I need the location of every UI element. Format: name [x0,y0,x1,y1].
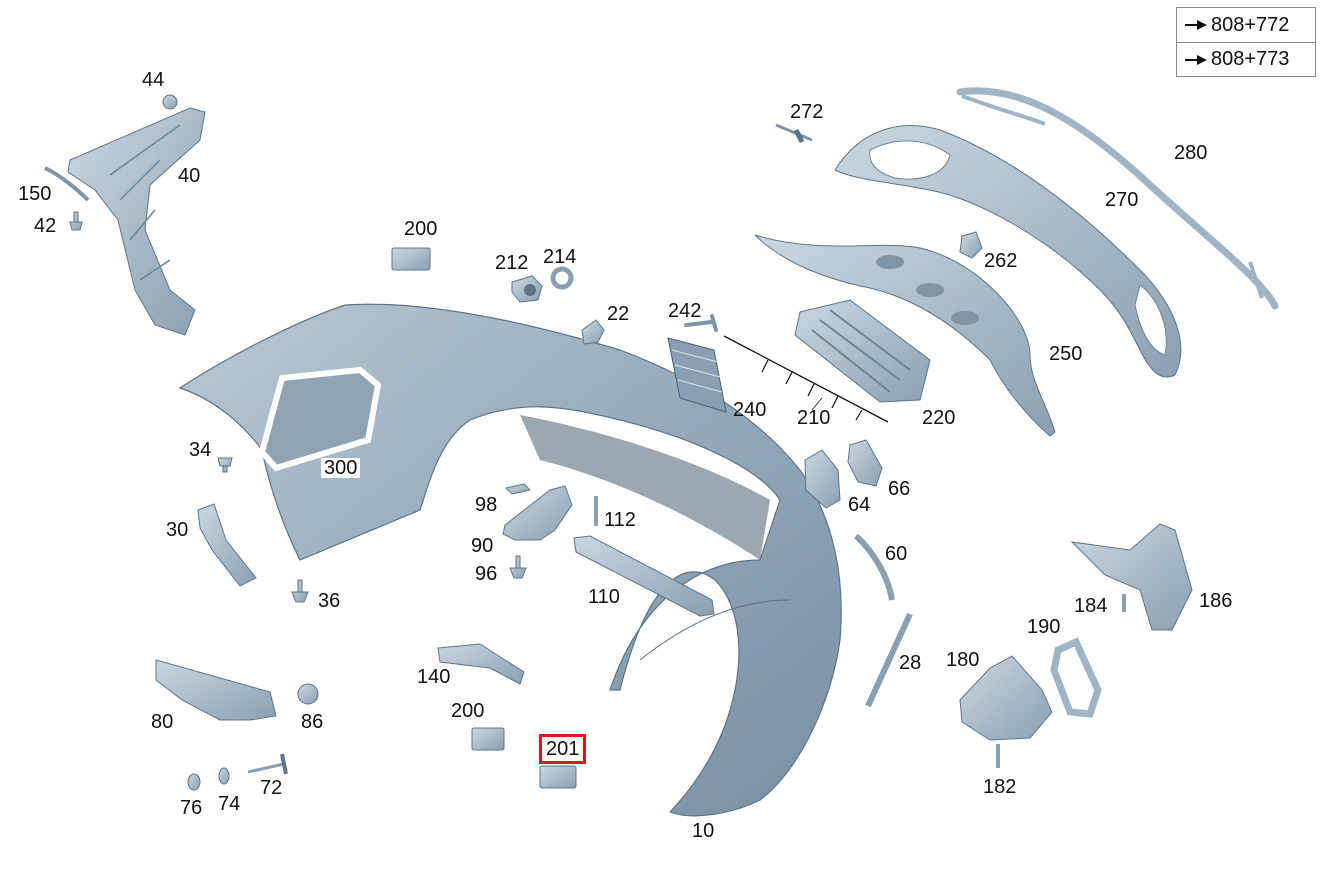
strip-60[interactable] [853,533,895,601]
part-label-184[interactable]: 184 [1074,595,1108,617]
part-label-28[interactable]: 28 [899,652,922,674]
screw-272[interactable] [775,123,813,144]
part-label-214[interactable]: 214 [543,246,577,268]
part-label-90[interactable]: 90 [471,535,494,557]
cover-201[interactable] [539,765,577,789]
reinforcement-110[interactable] [573,535,715,617]
reference-label: 808+772 [1211,13,1290,36]
bracket-186[interactable] [1070,523,1193,631]
grille-240[interactable] [667,337,727,413]
bumper-cover-10[interactable] [178,303,842,817]
strip-150[interactable] [44,166,90,202]
part-label-201-highlighted[interactable]: 201 [539,734,587,764]
clip-36[interactable] [291,579,309,603]
part-label-96[interactable]: 96 [475,563,498,585]
bracket-98[interactable] [505,483,531,495]
bolt-242[interactable] [684,314,718,332]
grommet-86[interactable] [297,683,319,705]
part-label-150[interactable]: 150 [18,183,52,205]
part-label-186[interactable]: 186 [1199,590,1233,612]
part-label-34[interactable]: 34 [189,439,212,461]
bracket-66[interactable] [847,439,883,487]
part-label-74[interactable]: 74 [218,793,241,815]
clip-34[interactable] [217,457,233,473]
reference-label: 808+773 [1211,48,1290,70]
part-label-40[interactable]: 40 [178,165,201,187]
part-label-30[interactable]: 30 [166,519,189,541]
bolt-72[interactable] [247,753,288,775]
arrow-right-icon [1185,20,1207,30]
bracket-90[interactable] [502,485,573,541]
part-label-98[interactable]: 98 [475,494,498,516]
part-label-212[interactable]: 212 [495,252,529,274]
arrow-right-icon [1185,54,1207,65]
cover-200-bottom[interactable] [471,727,505,751]
part-label-272[interactable]: 272 [790,101,824,123]
part-label-44[interactable]: 44 [142,69,165,91]
clip-96[interactable] [509,555,527,579]
part-label-36[interactable]: 36 [318,590,341,612]
tailpipe-180[interactable] [959,655,1053,741]
part-label-242[interactable]: 242 [668,300,702,322]
part-label-220[interactable]: 220 [922,407,956,429]
part-label-262[interactable]: 262 [984,250,1018,272]
part-label-180[interactable]: 180 [946,649,980,671]
washer-74[interactable] [218,767,230,785]
part-label-270[interactable]: 270 [1105,189,1139,211]
part-label-86[interactable]: 86 [301,711,324,733]
trim-panel-270[interactable] [834,125,1182,378]
part-label-72[interactable]: 72 [260,777,283,799]
diffuser-250[interactable] [754,234,1056,437]
bracket-22[interactable] [581,319,605,345]
chrome-strip-280[interactable] [956,87,1279,310]
part-label-200-top[interactable]: 200 [404,218,438,240]
part-label-190[interactable]: 190 [1027,616,1061,638]
part-label-250[interactable]: 250 [1049,343,1083,365]
reference-link-2[interactable]: 808+773 [1177,42,1315,76]
ring-214[interactable] [550,266,574,290]
nut-76[interactable] [187,773,201,791]
part-label-64[interactable]: 64 [848,494,871,516]
part-label-42[interactable]: 42 [34,215,57,237]
sensor-212[interactable] [511,275,543,303]
part-label-200-bottom[interactable]: 200 [451,700,485,722]
reinforcement-140[interactable] [437,643,525,685]
carrier-220[interactable] [794,299,931,403]
part-label-10[interactable]: 10 [692,820,715,842]
strip-28[interactable] [865,612,913,708]
nut-44[interactable] [162,94,178,110]
tailpipe-trim-190[interactable] [1050,637,1102,718]
bracket-40[interactable] [67,107,206,336]
sensor-262[interactable] [959,231,983,259]
part-label-110[interactable]: 110 [588,586,620,608]
clip-42[interactable] [69,211,83,231]
part-label-210[interactable]: 210 [797,407,831,429]
part-label-76[interactable]: 76 [180,797,203,819]
cover-200-top[interactable] [391,247,431,271]
part-label-280[interactable]: 280 [1174,142,1208,164]
part-label-22[interactable]: 22 [607,303,630,325]
part-label-240[interactable]: 240 [733,399,767,421]
part-label-182[interactable]: 182 [983,776,1017,798]
part-label-140[interactable]: 140 [417,666,451,688]
reference-box: 808+772 808+773 [1176,7,1316,77]
bracket-80[interactable] [155,659,277,721]
bracket-64[interactable] [804,449,841,509]
reference-link-1[interactable]: 808+772 [1177,8,1315,42]
part-label-80[interactable]: 80 [151,711,174,733]
part-label-60[interactable]: 60 [885,543,908,565]
bracket-30[interactable] [197,503,257,587]
part-label-66[interactable]: 66 [888,478,911,500]
part-label-300[interactable]: 300 [321,458,361,478]
part-label-112[interactable]: 112 [604,509,636,531]
clip-set-210[interactable] [723,335,889,423]
